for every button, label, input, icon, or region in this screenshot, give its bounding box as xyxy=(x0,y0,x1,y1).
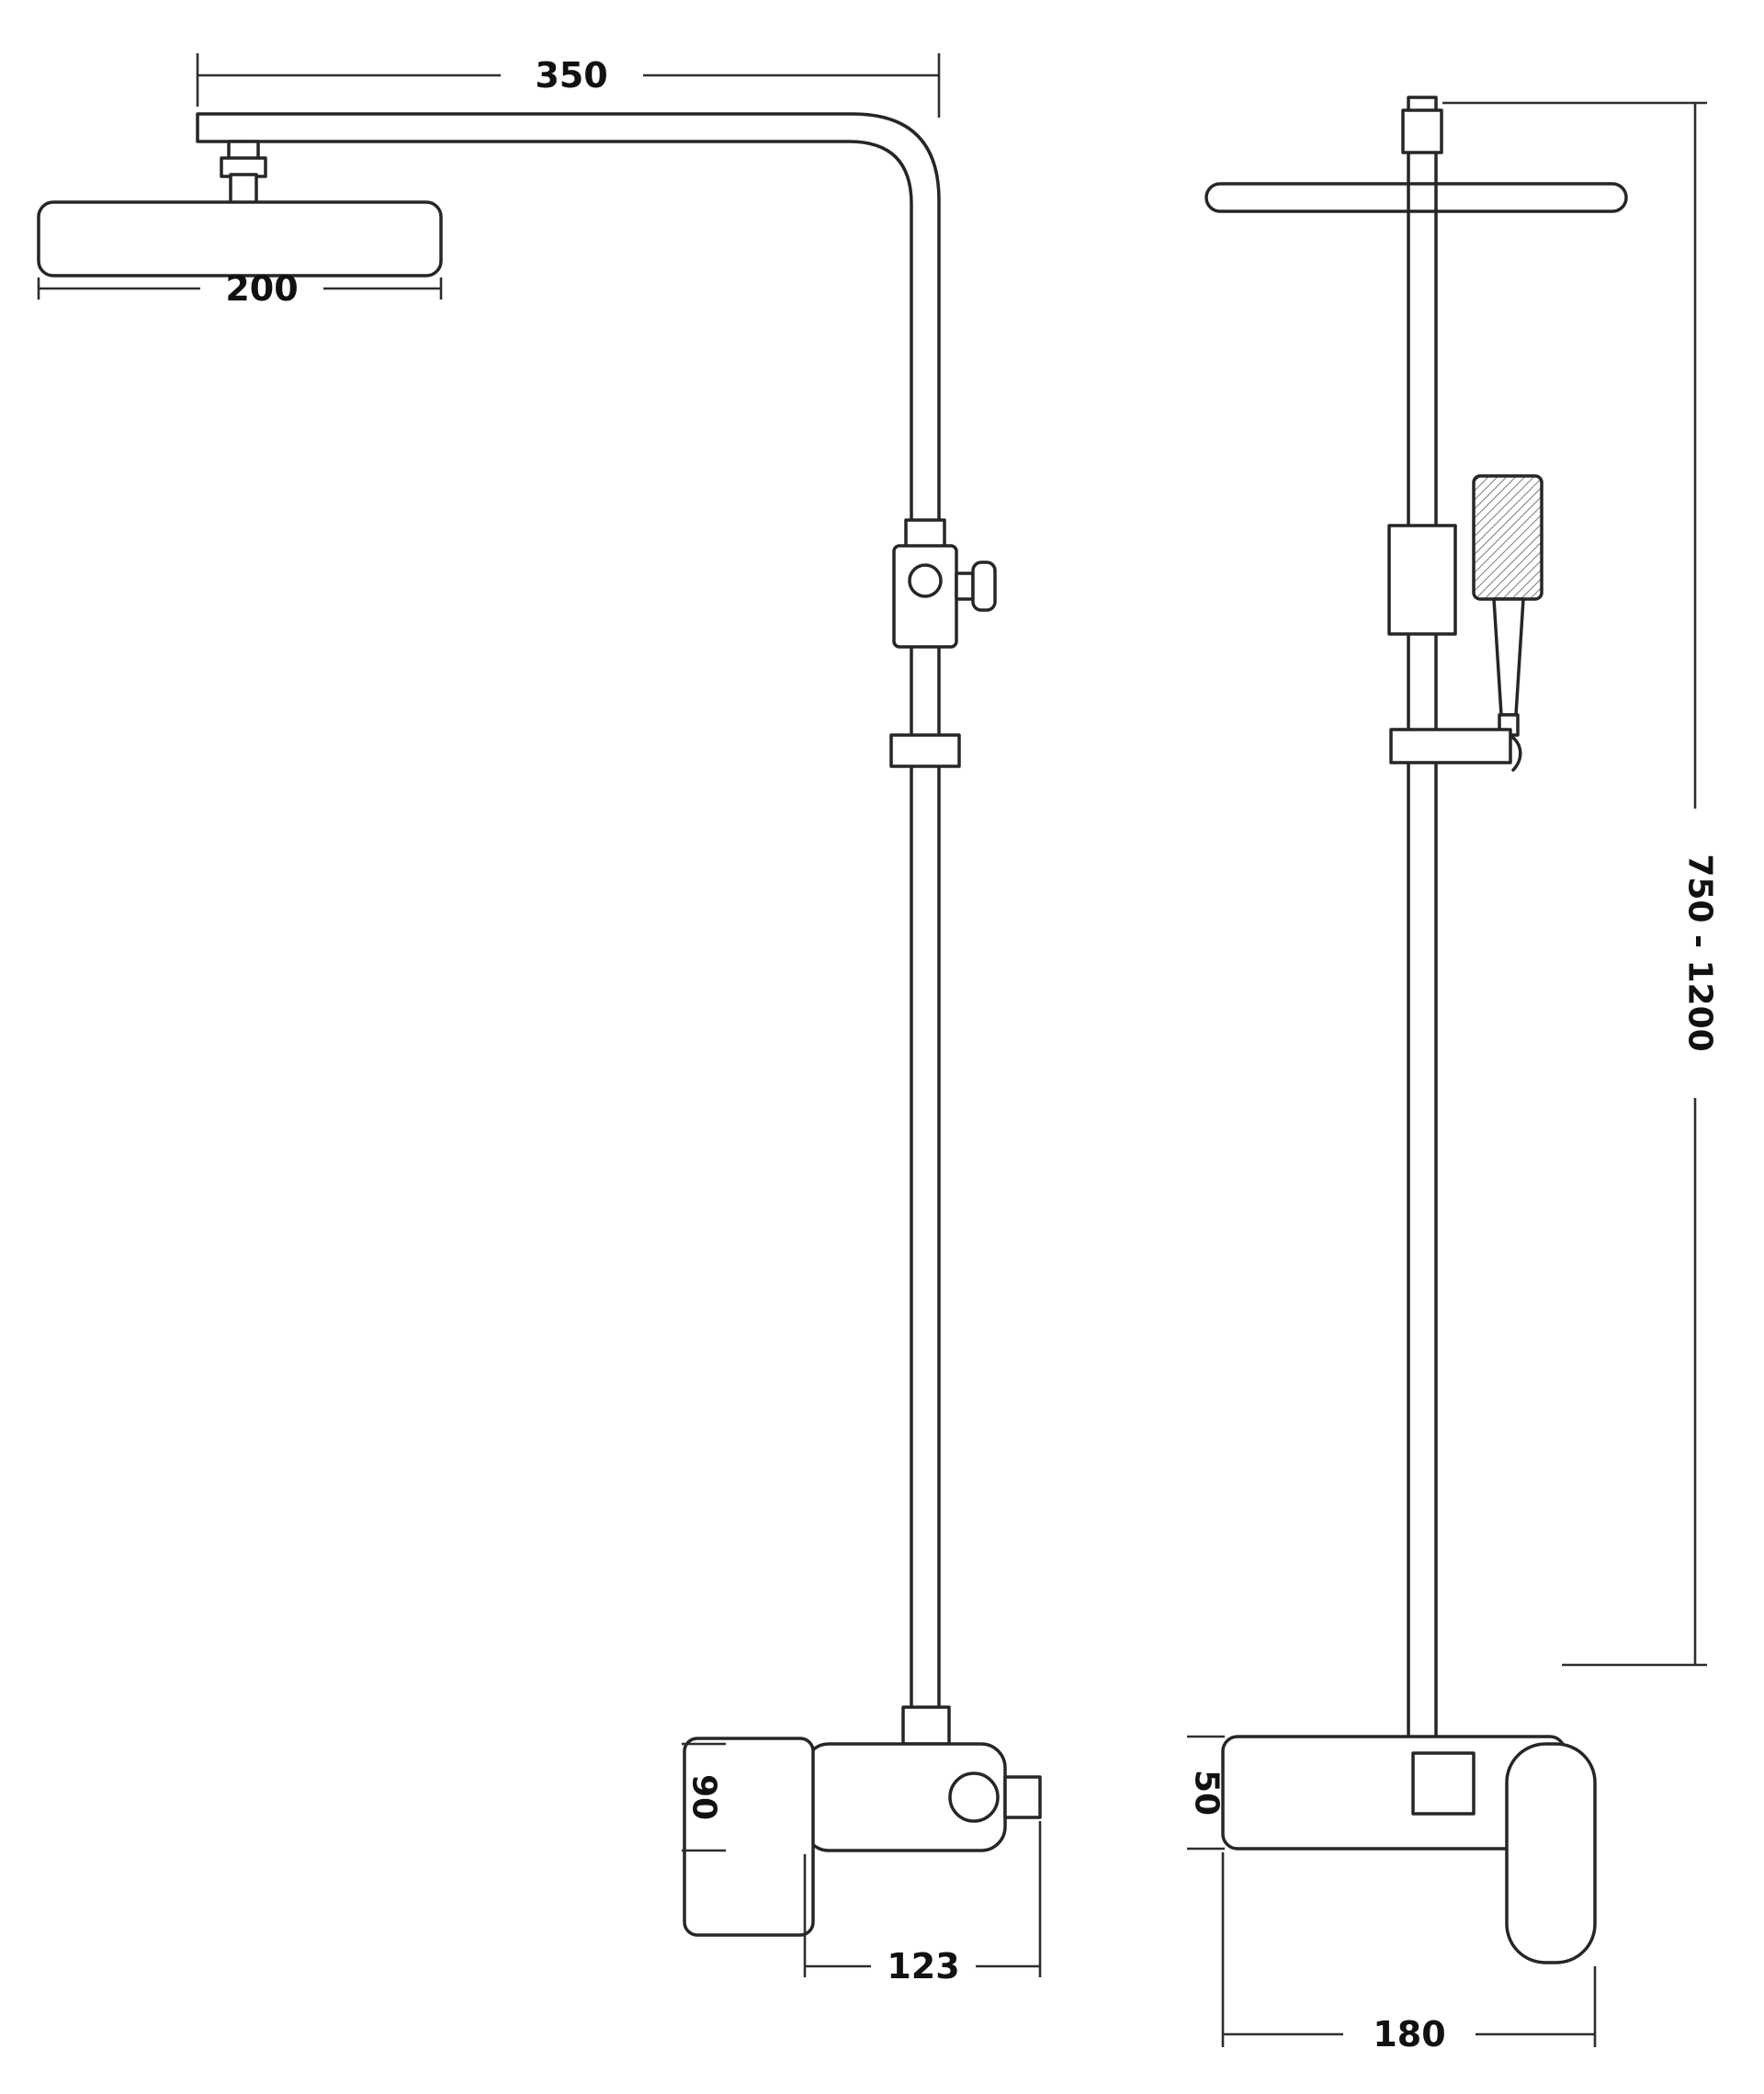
hand-shower xyxy=(1472,474,1544,772)
dim-valve-width-label: 180 xyxy=(1373,2014,1445,2054)
front-view: 750 - 1200 50 180 xyxy=(1187,96,1719,2054)
riser-mid-connector xyxy=(1387,524,1457,636)
dim-riser-height-label: 750 - 1200 xyxy=(1681,854,1719,1051)
diverter xyxy=(892,518,997,649)
hand-shower-hook xyxy=(1508,733,1522,772)
riser-top-collar xyxy=(1401,108,1443,154)
hand-shower-head xyxy=(1472,474,1544,601)
riser-connector-side xyxy=(901,1705,951,1746)
diverter-neck xyxy=(904,518,946,549)
dim-valve-depth-label: 123 xyxy=(887,1946,959,1986)
hand-shower-handle xyxy=(1492,597,1525,717)
dim-valve-height-front: 50 xyxy=(1187,1735,1226,1851)
riser-pipe-front xyxy=(1407,96,1438,1738)
cartridge-cover xyxy=(1411,1751,1476,1816)
dim-valve-height-side: 90 xyxy=(682,1742,726,1852)
valve-body-side xyxy=(803,1742,1007,1852)
shower-arm-and-riser xyxy=(196,112,941,1720)
dim-arm-reach-label: 350 xyxy=(535,55,607,96)
dim-arm-reach: 350 xyxy=(196,53,941,118)
dim-valve-height-side-label: 90 xyxy=(685,1774,723,1820)
diverter-knob-cap xyxy=(971,560,997,612)
dim-head-width-label: 200 xyxy=(225,268,298,309)
slider-bracket-front xyxy=(1389,728,1512,764)
valve-handle-side xyxy=(683,1737,815,1937)
side-view: 350 200 xyxy=(37,53,1042,1986)
dim-head-width: 200 xyxy=(37,268,443,309)
dim-valve-depth: 123 xyxy=(803,1821,1042,1986)
overhead-shower-front xyxy=(1204,182,1628,213)
temperature-dial xyxy=(948,1771,1000,1823)
diverter-dial xyxy=(908,563,943,598)
dim-valve-height-front-label: 50 xyxy=(1188,1770,1226,1816)
dim-valve-width: 180 xyxy=(1221,1852,1597,2054)
valve-side xyxy=(683,1705,1042,1937)
diverter-knob-stem xyxy=(955,572,975,601)
valve-handle-front xyxy=(1505,1742,1597,1964)
valve-front xyxy=(1221,1735,1597,1964)
shower-head-stem xyxy=(220,140,267,206)
stem-lower xyxy=(229,173,258,206)
overhead-shower-side xyxy=(37,200,443,277)
dim-riser-height: 750 - 1200 xyxy=(1442,101,1719,1667)
slider-clamp-side xyxy=(889,733,961,768)
temperature-button xyxy=(1003,1775,1042,1819)
